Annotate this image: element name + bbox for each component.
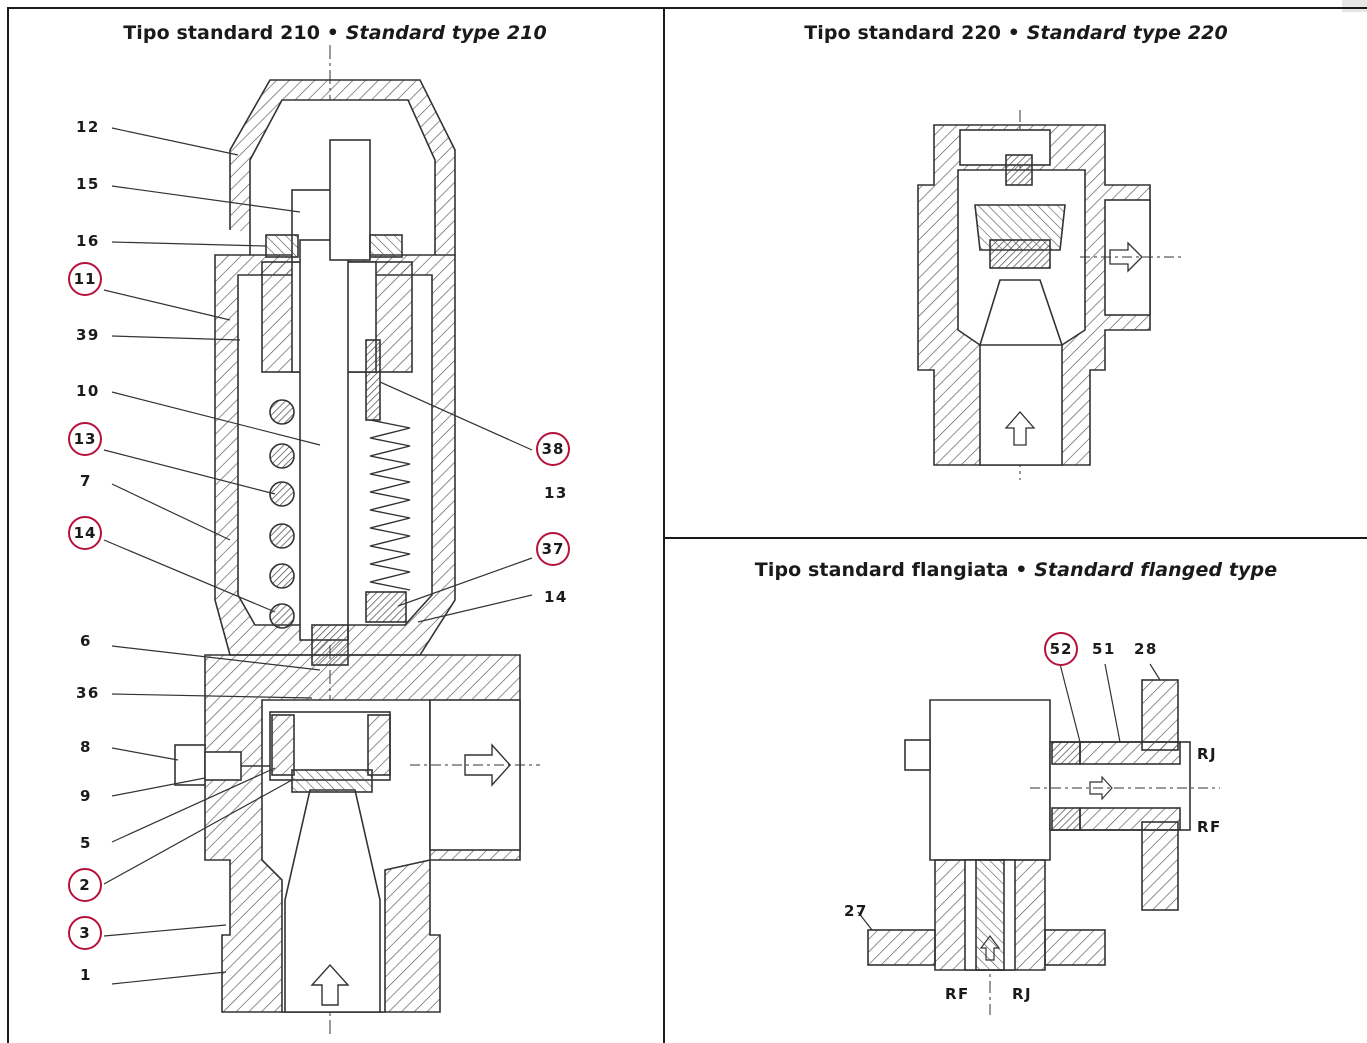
flange-label: RJ	[1012, 985, 1033, 1003]
part-label: 27	[844, 902, 868, 920]
part-label: 7	[80, 472, 92, 490]
title-210-italic: Standard type 210	[345, 22, 547, 44]
part-label: 5	[80, 834, 92, 852]
valve-210-drawing	[103, 45, 540, 1035]
part-label-circled: 3	[68, 916, 102, 950]
flange-label: RJ	[1197, 745, 1218, 763]
part-label-circled: 14	[68, 516, 102, 550]
part-label: 16	[76, 232, 100, 250]
title-220: Tipo standard 220 • Standard type 220	[666, 22, 1366, 44]
part-label: 36	[76, 684, 100, 702]
part-label-circled: 13	[68, 422, 102, 456]
title-flanged-italic: Standard flanged type	[1034, 559, 1278, 581]
part-label: 10	[76, 382, 100, 400]
valve-flanged-drawing	[857, 663, 1220, 1015]
part-label: 8	[80, 738, 92, 756]
flange-label: RF	[1197, 818, 1222, 836]
part-label: 6	[80, 632, 92, 650]
part-label: 12	[76, 118, 100, 136]
part-label: 15	[76, 175, 100, 193]
part-label-circled: 38	[536, 432, 570, 466]
part-label: 51	[1092, 640, 1116, 658]
part-label: 39	[76, 326, 100, 344]
panel-borders	[7, 7, 1367, 1043]
title-220-italic: Standard type 220	[1026, 22, 1228, 44]
part-label: 14	[544, 588, 568, 606]
valve-220-drawing	[917, 110, 1185, 480]
title-210: Tipo standard 210 • Standard type 210	[10, 22, 660, 44]
part-label: 13	[544, 484, 568, 502]
part-label-circled: 11	[68, 262, 102, 296]
part-label-circled: 52	[1044, 632, 1078, 666]
part-label-circled: 37	[536, 532, 570, 566]
part-label: 28	[1134, 640, 1158, 658]
title-flanged-main: Tipo standard flangiata •	[754, 559, 1028, 581]
title-220-main: Tipo standard 220 •	[804, 22, 1021, 44]
part-label: 1	[80, 966, 92, 984]
part-label-circled: 2	[68, 868, 102, 902]
title-flanged: Tipo standard flangiata • Standard flang…	[666, 559, 1366, 581]
title-210-main: Tipo standard 210 •	[123, 22, 340, 44]
part-label: 9	[80, 787, 92, 805]
flange-label: RF	[945, 985, 970, 1003]
